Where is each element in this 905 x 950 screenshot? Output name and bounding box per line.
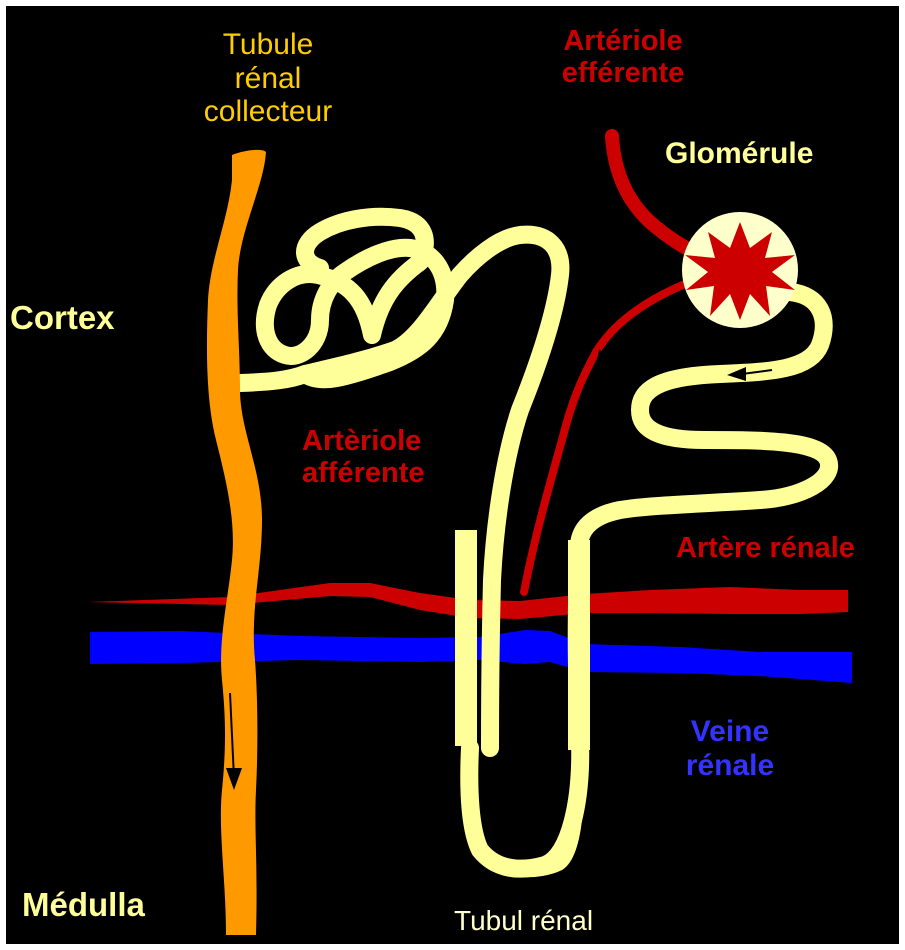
descending-limb: [455, 530, 477, 746]
label-afferente-line1: Artèriole: [302, 425, 425, 457]
label-artere-renale: Artère rénale: [676, 532, 855, 564]
label-efferente-line2: efférente: [543, 57, 703, 89]
label-tubule-line3: collecteur: [193, 95, 343, 129]
ascending-limb: [568, 540, 590, 750]
label-tubule-line1: Tubule: [193, 28, 343, 62]
label-veine-line1: Veine: [665, 715, 795, 749]
label-arteriole-efferente: Artériole efférente: [543, 25, 703, 90]
label-cortex: Cortex: [10, 300, 115, 337]
label-afferente-line2: afférente: [302, 457, 425, 489]
label-tubule-line2: rénal: [193, 62, 343, 96]
label-tubul-renal: Tubul rénal: [454, 905, 593, 936]
label-medulla: Médulla: [22, 887, 145, 924]
label-veine-line2: rénale: [665, 749, 795, 783]
label-arteriole-afferente: Artèriole afférente: [302, 425, 425, 490]
arrow-artery-shaft: [312, 572, 352, 573]
label-glomerule: Glomérule: [665, 137, 813, 171]
label-veine-renale: Veine rénale: [665, 715, 795, 782]
label-tubule-collecteur: Tubule rénal collecteur: [193, 28, 343, 129]
label-efferente-line1: Artériole: [543, 25, 703, 57]
